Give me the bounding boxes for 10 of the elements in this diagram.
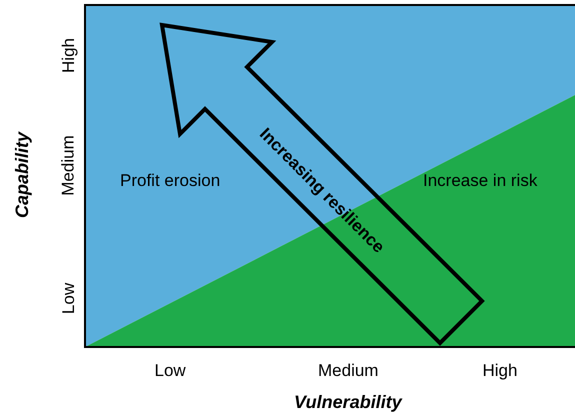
tick-label: High <box>59 38 76 72</box>
region-label: Increase in risk <box>423 172 538 188</box>
tick-label: Low <box>60 282 77 314</box>
region-label: Profit erosion <box>120 172 220 188</box>
axis-title: Vulnerability <box>294 393 402 411</box>
tick-label: Medium <box>318 362 378 378</box>
axis-title: Capability <box>13 132 32 218</box>
tick-label: High <box>482 362 518 378</box>
tick-label: Medium <box>60 134 77 196</box>
tick-label: Low <box>154 362 186 378</box>
